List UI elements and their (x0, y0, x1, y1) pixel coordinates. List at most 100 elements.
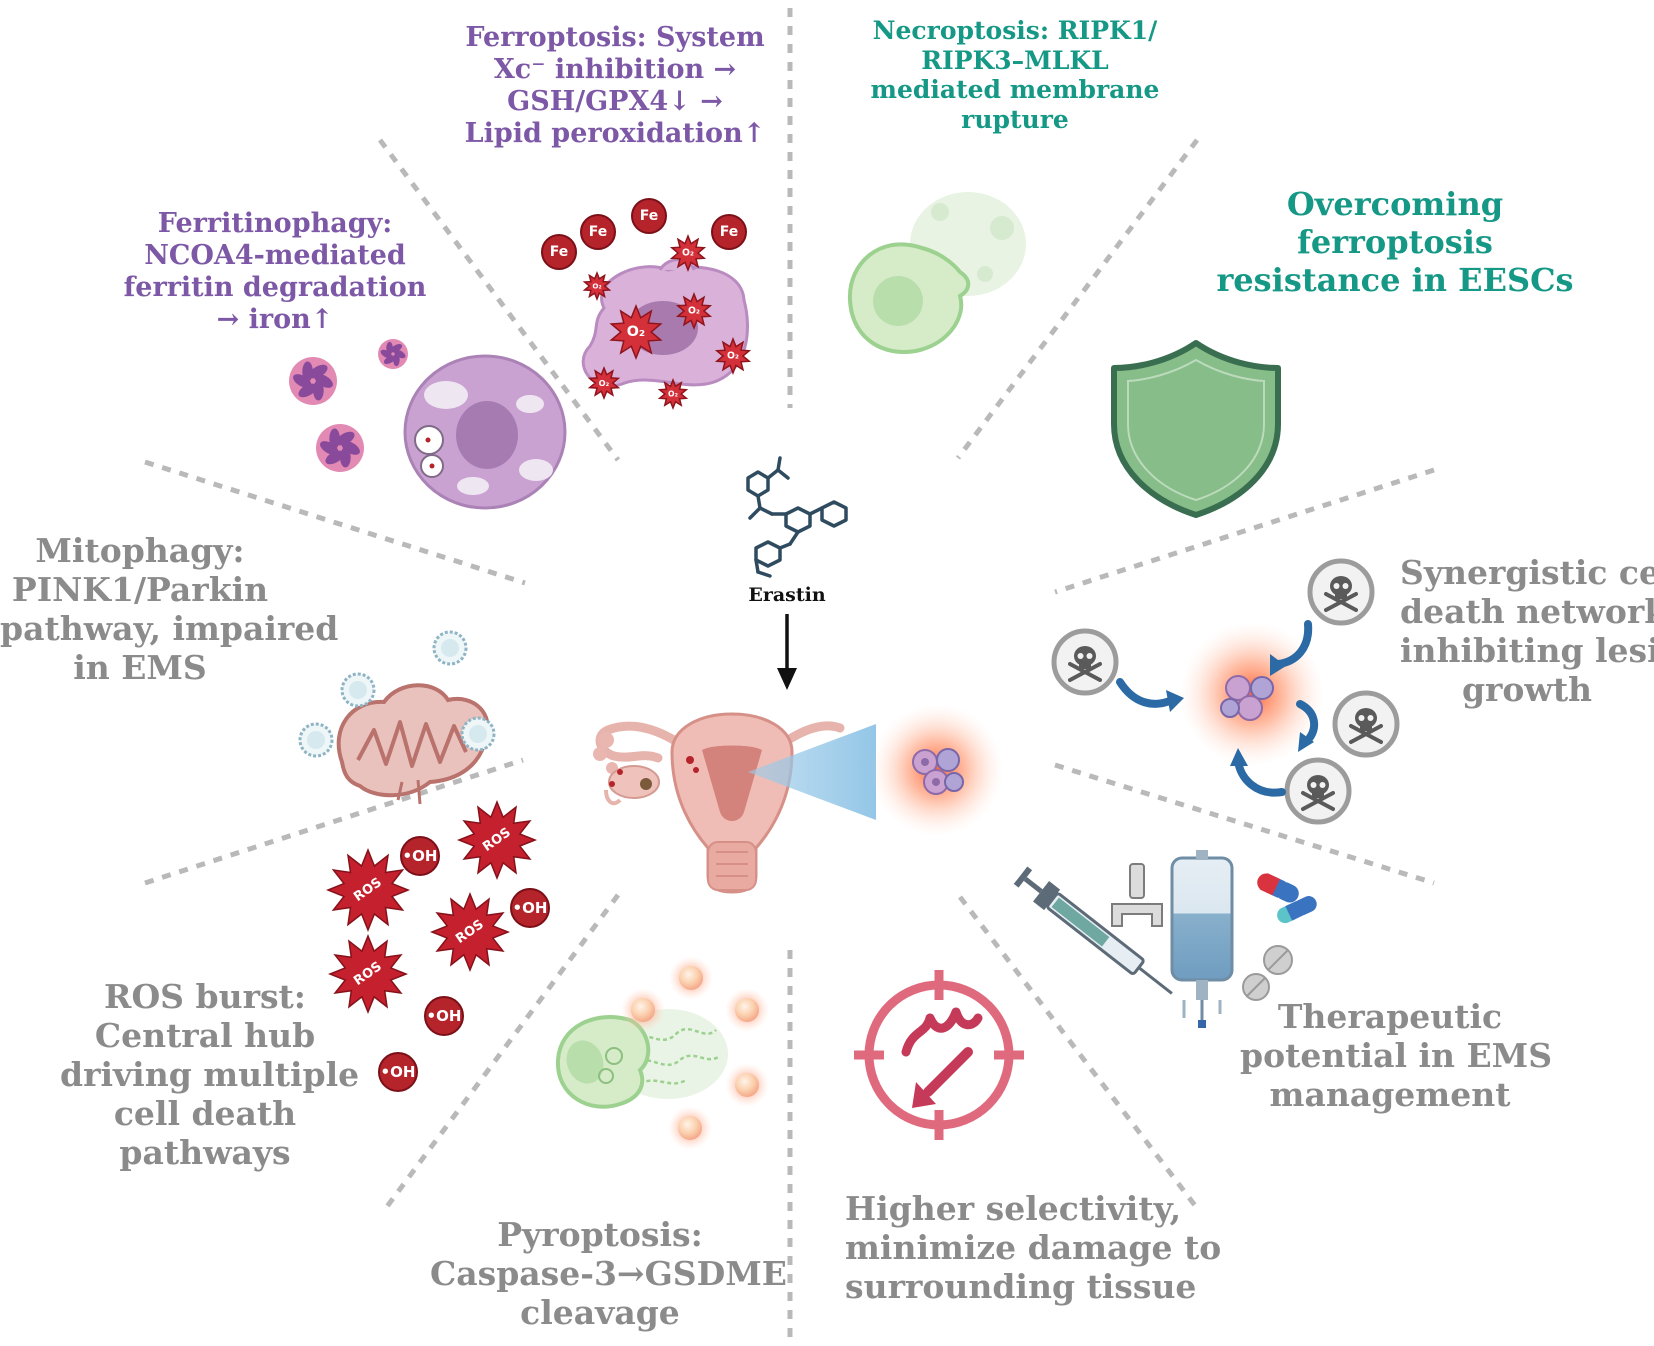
label-line: management (1269, 1074, 1511, 1114)
necroptosis-debris-1 (990, 216, 1014, 240)
pyroptosis-bubbles (621, 956, 769, 1150)
vesicle (298, 722, 334, 758)
ferritin-particle (289, 357, 337, 405)
label-line: growth (1461, 669, 1593, 709)
nasal-spray (1111, 863, 1163, 927)
vesicle (340, 672, 376, 708)
o2-radical-label: O₂ (688, 306, 700, 317)
necroptotic-nucleus (873, 276, 923, 326)
cytokine-bubble (725, 988, 769, 1032)
pyroptotic-vesicle-2 (598, 1068, 614, 1084)
iv-bag (1170, 850, 1234, 1028)
ferroptosis-cell-illustration (581, 258, 750, 388)
label-line: Lipid peroxidation↑ (464, 117, 766, 149)
pyroptotic-vesicle-1 (605, 1047, 623, 1065)
fe-ion: Fe (580, 214, 616, 250)
vesicle (432, 630, 468, 666)
cycle-arrow-2 (1116, 678, 1176, 708)
label-line: cleavage (520, 1292, 680, 1332)
cycle-arrow-3 (1296, 700, 1319, 744)
skull-icons (1051, 558, 1400, 825)
label-line: Pyroptosis: (497, 1215, 703, 1254)
cycle-arrow-1-head (1270, 654, 1286, 676)
iron-dot (429, 463, 435, 469)
label-line: driving multiple (60, 1054, 360, 1094)
divider-upper-right (956, 138, 1199, 460)
divider-lower-left (380, 893, 621, 1214)
divider-lines (144, 8, 1435, 1346)
label-line: Ferroptosis: System (465, 22, 765, 53)
erastin-molecule-icon (746, 456, 848, 578)
oh-radical-label: •OH (381, 1063, 416, 1081)
mitophagy-vesicles (298, 630, 496, 758)
capsule-2 (1277, 896, 1317, 924)
label-line: pathway, impaired (0, 608, 339, 648)
label-line: Synergistic cell (1400, 553, 1654, 592)
label-line: cell death (113, 1093, 297, 1133)
ros-star: ROS (456, 799, 538, 881)
divider-mid-left-lower (144, 757, 524, 886)
label-line: Therapeutic (1277, 997, 1503, 1036)
cycle-arrow-2-head (1166, 690, 1184, 712)
ferritinophagy-nucleus (456, 401, 518, 469)
pyroptotic-nucleus (566, 1040, 604, 1084)
o2-radical: O₂ (582, 270, 612, 302)
o2-radical-label: O₂ (682, 248, 694, 259)
pill-2 (1242, 973, 1270, 1001)
label-line: Ferritinophagy: (157, 208, 393, 239)
necroptosis-cell-illustration (847, 192, 1026, 354)
o2-radical: O₂ (609, 303, 663, 361)
necroptosis-debris-2 (931, 203, 949, 221)
vacuole-3 (519, 459, 553, 481)
label-line: NCOA4-mediated (144, 239, 406, 271)
o2-radical: O₂ (669, 233, 707, 273)
label-line: RIPK3–MLKL (921, 45, 1109, 75)
ros-star: ROS (327, 933, 409, 1015)
fe-ion: Fe (711, 214, 747, 250)
label-line: death network (1400, 591, 1654, 631)
label-line: Central hub (94, 1015, 316, 1055)
o2-radical: O₂ (657, 377, 689, 411)
uterus-icon (593, 712, 845, 894)
necroptosis-debris-3 (977, 266, 993, 282)
label-line: Erastin (748, 584, 826, 606)
label-line: in EMS (73, 647, 207, 687)
fe-ion-label: Fe (589, 224, 608, 240)
divider-lower-right (958, 895, 1202, 1214)
oh-radical: •OH (400, 836, 440, 876)
label-line: → iron↑ (216, 303, 334, 335)
selective-targeting-beam (748, 724, 876, 820)
label-line: inhibiting lesion (1400, 630, 1654, 670)
cytokine-bubble (669, 956, 713, 1000)
pill-1 (1263, 945, 1293, 975)
oh-radical-label: •OH (427, 1007, 462, 1025)
cytokine-bubble (725, 1063, 769, 1107)
label-line: resistance in EESCs (1216, 260, 1574, 299)
label-line: ferroptosis (1297, 222, 1493, 261)
oh-radical-label: •OH (513, 899, 548, 917)
label-line: PINK1/Parkin (11, 569, 269, 609)
label-line: minimize damage to (845, 1227, 1222, 1267)
shield-icon (1111, 340, 1281, 518)
label-line: ferritin degradation (123, 271, 427, 303)
skull-icon (1332, 690, 1400, 758)
ros-star: ROS (429, 891, 511, 973)
label-line: potential in EMS (1240, 1035, 1553, 1075)
label-line: Overcoming (1286, 185, 1504, 223)
fe-ion-label: Fe (550, 244, 569, 260)
divider-mid-left-upper (144, 459, 526, 586)
o2-radical: O₂ (675, 291, 713, 331)
divider-mid-right-lower (1054, 762, 1435, 886)
skull-icon (1051, 628, 1119, 696)
label-line: mediated membrane (870, 75, 1160, 104)
vacuole-4 (457, 477, 489, 495)
